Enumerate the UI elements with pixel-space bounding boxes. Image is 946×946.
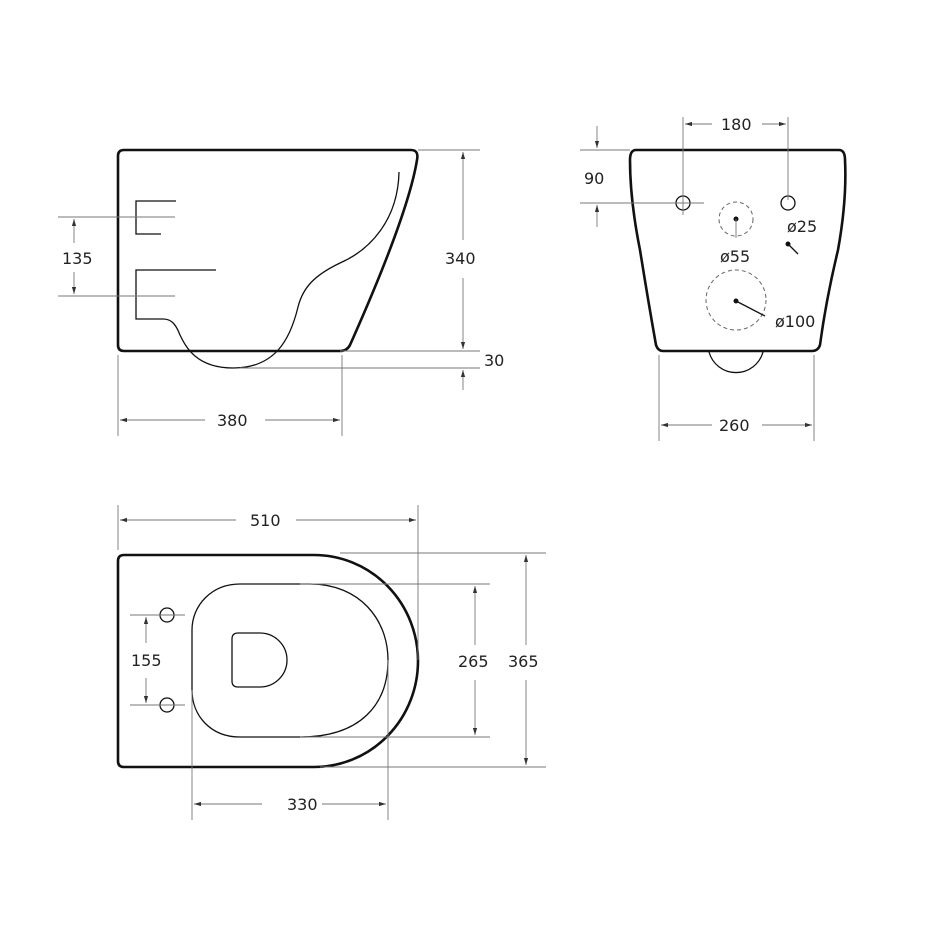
- top-view: 155 510 365 265 330: [116, 505, 546, 820]
- dim-dia55: ø55: [720, 247, 750, 266]
- dim-180: 180: [721, 115, 752, 134]
- dim-90: 90: [584, 169, 604, 188]
- dim-dia25: ø25: [787, 217, 817, 236]
- dim-260: 260: [719, 416, 750, 435]
- side-inlet-bracket: [135, 200, 176, 235]
- dim-330: 330: [287, 795, 318, 814]
- dim-510: 510: [250, 511, 281, 530]
- dim-365: 365: [508, 652, 539, 671]
- dim-30: 30: [484, 351, 504, 370]
- front-outline: [628, 148, 847, 353]
- dim-265: 265: [458, 652, 489, 671]
- dim-340: 340: [445, 249, 476, 268]
- side-view: 135 340 30 380: [58, 148, 504, 436]
- dim-380: 380: [217, 411, 248, 430]
- outlet-circle: [705, 269, 767, 331]
- seat-rim: [191, 583, 389, 738]
- bowl-opening: [231, 632, 288, 688]
- top-outline: [116, 553, 420, 769]
- inlet-circle: [718, 201, 754, 237]
- front-view: ø55 ø25 ø100 180 90 260: [580, 115, 847, 441]
- dim-dia100: ø100: [775, 312, 815, 331]
- front-outlet-spigot: [708, 351, 764, 374]
- dim-155: 155: [131, 651, 162, 670]
- side-outline: [116, 148, 419, 353]
- side-bowl-trap: [135, 171, 400, 369]
- dim-135: 135: [62, 249, 93, 268]
